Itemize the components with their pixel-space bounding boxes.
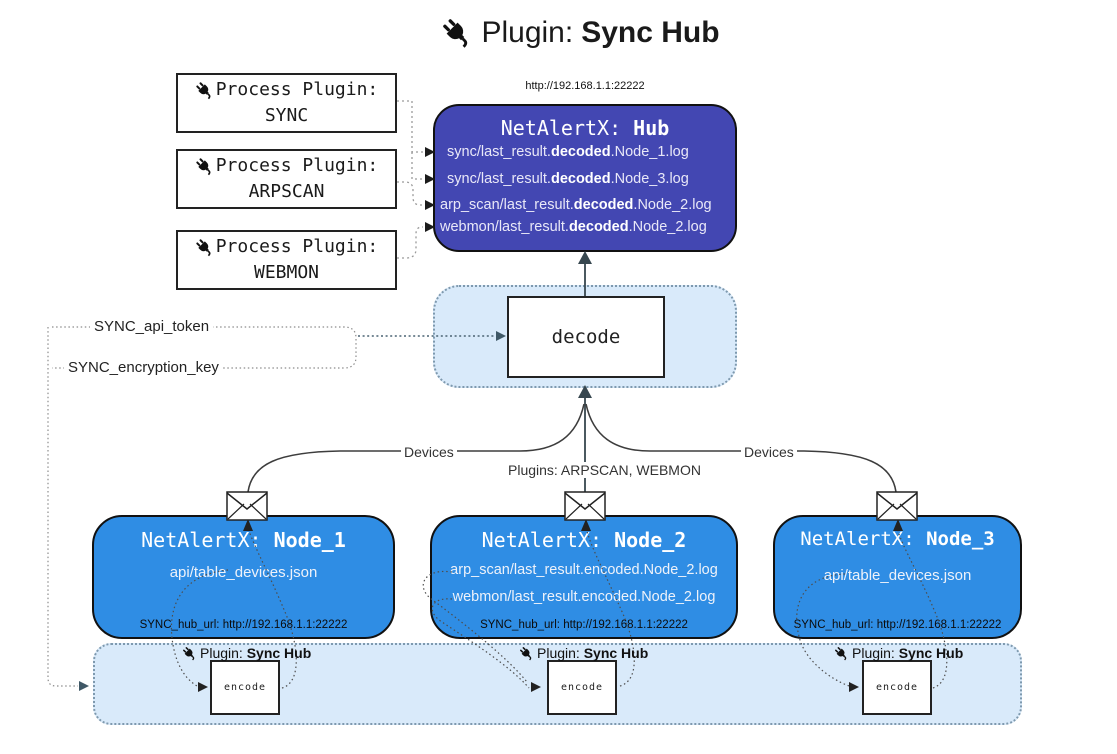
sync-api-token-label: SYNC_api_token xyxy=(90,318,214,335)
node-2-box: NetAlertX: Node_2 arp_scan/last_result.e… xyxy=(430,515,738,639)
node-3-box: NetAlertX: Node_3 api/table_devices.json… xyxy=(773,515,1022,639)
encode-box: encode xyxy=(862,660,932,715)
encode-label: encode xyxy=(223,682,267,693)
plug-icon xyxy=(520,646,532,660)
encode-box: encode xyxy=(210,660,280,715)
process-plugin-sync: Process Plugin: SYNC xyxy=(176,73,397,133)
plug-icon xyxy=(183,646,195,660)
node-file-line: api/table_devices.json xyxy=(169,564,318,581)
node-hub-url: SYNC_hub_url: http://192.168.1.1:22222 xyxy=(480,619,688,631)
node-1-box: NetAlertX: Node_1 api/table_devices.json… xyxy=(92,515,395,639)
decode-label: decode xyxy=(551,326,621,348)
hub-log-line: sync/last_result.decoded.Node_1.log xyxy=(447,144,689,160)
page-title-prefix: Plugin: xyxy=(481,16,574,49)
encode-label: encode xyxy=(560,682,604,693)
process-plugin-webmon: Process Plugin: WEBMON xyxy=(176,230,397,290)
process-plugin-name: ARPSCAN xyxy=(248,181,325,202)
devices-label-left: Devices xyxy=(401,444,457,460)
node-title: NetAlertX: Node_2 xyxy=(481,528,687,552)
encoder-plugin-label: Plugin: Sync Hub xyxy=(519,645,648,661)
hub-in-arrowhead xyxy=(578,251,592,264)
hub-title: NetAlertX: Hub xyxy=(435,116,735,140)
process-plugin-name: WEBMON xyxy=(253,262,320,283)
hub-url: http://192.168.1.1:22222 xyxy=(525,80,645,92)
hub-title-prefix: NetAlertX: xyxy=(500,116,634,140)
plug-icon xyxy=(835,646,847,660)
node-file-line: arp_scan/last_result.encoded.Node_2.log xyxy=(450,562,718,578)
plugins-arpscan-webmon-label: Plugins: ARPSCAN, WEBMON xyxy=(505,462,704,478)
node-title: NetAlertX: Node_1 xyxy=(141,528,346,552)
plugin-to-hub-connectors xyxy=(397,100,423,259)
plug-icon xyxy=(196,157,211,175)
process-plugin-label: Process Plugin: xyxy=(215,236,379,257)
process-plugin-name: SYNC xyxy=(264,105,309,126)
node-file-line: webmon/last_result.encoded.Node_2.log xyxy=(452,589,716,605)
encode-box: encode xyxy=(547,660,617,715)
process-plugin-arpscan: Process Plugin: ARPSCAN xyxy=(176,149,397,209)
node-file-line: api/table_devices.json xyxy=(823,567,972,584)
node-hub-url: SYNC_hub_url: http://192.168.1.1:22222 xyxy=(139,619,348,631)
hub-box: NetAlertX: Hub sync/last_result.decoded.… xyxy=(433,104,737,252)
decode-box: decode xyxy=(507,296,665,378)
encoder-plugin-label: Plugin: Sync Hub xyxy=(834,645,963,661)
page-title: Plugin: Sync Hub xyxy=(0,16,1117,50)
process-plugin-label: Process Plugin: xyxy=(215,79,379,100)
node-hub-url: SYNC_hub_url: http://192.168.1.1:22222 xyxy=(793,619,1002,631)
hub-log-line: webmon/last_result.decoded.Node_2.log xyxy=(440,219,707,235)
sync-encryption-key-label: SYNC_encryption_key xyxy=(64,359,223,376)
hub-title-bold: Hub xyxy=(633,116,670,140)
devices-label-right: Devices xyxy=(741,444,797,460)
encoder-plugin-label: Plugin: Sync Hub xyxy=(182,645,311,661)
plug-icon xyxy=(196,238,211,256)
plug-icon xyxy=(196,81,211,99)
hub-log-line: arp_scan/last_result.decoded.Node_2.log xyxy=(440,197,712,213)
plug-icon xyxy=(443,19,468,48)
page-title-bold: Sync Hub xyxy=(581,16,720,49)
band-in-arrowhead xyxy=(79,681,89,691)
hub-log-line: sync/last_result.decoded.Node_3.log xyxy=(447,171,689,187)
devices-curves xyxy=(247,403,897,493)
node-title: NetAlertX: Node_3 xyxy=(800,528,995,550)
process-plugin-label: Process Plugin: xyxy=(215,155,379,176)
encode-label: encode xyxy=(875,682,919,693)
